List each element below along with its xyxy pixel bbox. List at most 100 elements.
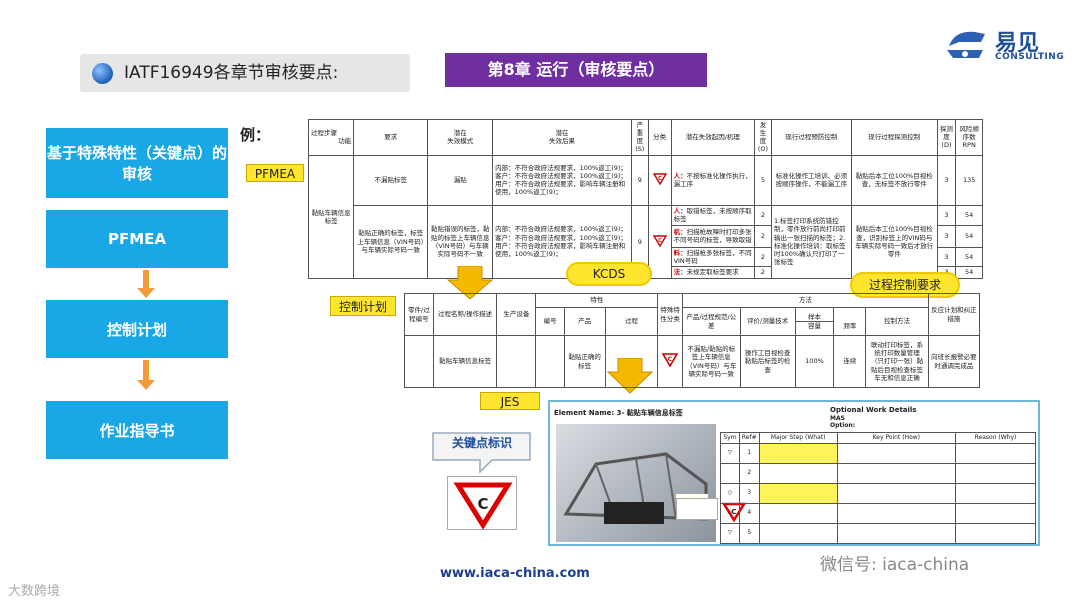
- th: Ref#: [738, 432, 760, 444]
- cell: 9: [630, 154, 649, 206]
- footer-url[interactable]: www.iaca-china.com: [440, 566, 590, 581]
- down-arrow-icon: [446, 266, 494, 300]
- cell: 向班长报警必要时通调完成品: [927, 335, 981, 388]
- bullet-dot-icon: [92, 63, 113, 84]
- cause-text: 不按标准化操作执行，漏工序: [673, 171, 752, 188]
- table-row: 黏贴正确的标签，标签上车辆信息（VIN号码）与车辆实际号码一致 黏贴错误的标签，…: [309, 204, 983, 279]
- th: 控制方法: [865, 307, 929, 336]
- wechat-id: 微信号: iaca-china: [820, 555, 970, 575]
- th-detection-control: 现行过程探测控制: [850, 119, 938, 156]
- cell: 黏贴车辆信息标签: [432, 335, 498, 388]
- table-row: 黏贴车辆信息标签 不漏贴标签 漏贴 内部：不符合政府法规要求，100%返工(9)…: [307, 154, 983, 279]
- special-char-mark-icon: C: [652, 173, 667, 186]
- jes-option: Option:: [830, 422, 856, 429]
- cause-label: 法：: [673, 268, 687, 277]
- logo-text: 易见: [995, 31, 1040, 56]
- th-severity: 严重度(S): [630, 119, 649, 156]
- key-point-mark-box: C: [447, 476, 517, 530]
- flow-item-pfmea[interactable]: PFMEA: [46, 210, 228, 268]
- cell: 标准化操作工培训、必须按顺序操作，不能漏工序: [770, 154, 852, 206]
- th-occurrence: 发生度(O): [754, 119, 772, 156]
- logo-subtext: CONSULTING: [995, 52, 1065, 62]
- th: 产品: [563, 307, 606, 336]
- table-row: ▽1: [720, 442, 1036, 464]
- svg-text:C: C: [477, 495, 488, 513]
- cell: 操作工目视检查黏贴后标签的检查: [739, 335, 796, 388]
- cell: 135: [955, 154, 983, 206]
- cell: 内部：不符合政府法规要求，100%返工(9)；客户：不符合政府法规要求，100%…: [492, 154, 632, 206]
- svg-text:C: C: [668, 356, 673, 363]
- th: 样本: [795, 313, 834, 322]
- cause-text: 未规定取标签要求: [686, 268, 739, 277]
- th-failure-mode: 潜在 失效模式: [427, 119, 494, 156]
- th-prevention: 现行过程预防控制: [770, 119, 852, 156]
- flow-item-control-plan[interactable]: 控制计划: [46, 300, 228, 358]
- th: 产品/过程规范/公差: [681, 307, 741, 336]
- flow-label: 控制计划: [106, 320, 167, 339]
- th: 容量: [807, 322, 821, 330]
- special-char-mark-icon: C: [453, 482, 513, 530]
- flow-label: 作业指导书: [99, 421, 175, 440]
- cell: 2: [754, 265, 772, 279]
- kcds-callout: KCDS: [566, 262, 652, 286]
- th-requirement: 要求: [353, 119, 429, 156]
- jes-document: Element Name: 3- 黏贴车辆信息标签 C Optional Wor…: [548, 400, 1040, 546]
- special-char-mark-icon: C: [652, 234, 667, 247]
- jes-tag: JES: [480, 392, 540, 410]
- cell: 54: [955, 246, 983, 267]
- cell-class: C: [657, 335, 683, 388]
- th: Reason (Why): [955, 432, 1036, 444]
- cell: 黏贴正确的标签: [563, 335, 606, 388]
- cell-step: 黏贴车辆信息标签: [307, 154, 355, 279]
- control-plan-tag: 控制计划: [330, 296, 396, 316]
- car-body-image: [556, 424, 716, 542]
- flow-item-special-char[interactable]: 基于特殊特性（关键点）的审核: [46, 128, 228, 198]
- jes-table: Sym Ref# Major Step (What) Key Point (Ho…: [720, 432, 1036, 544]
- watermark: 大数跨境: [8, 584, 61, 599]
- cell-class: C: [647, 204, 672, 279]
- cell: 100%: [794, 335, 835, 388]
- section-title: IATF16949各章节审核要点:: [124, 63, 339, 83]
- cell: 黏贴后本工位100%目视检查，识别标签上的VIN码与车辆实际号码一致后才放行零件: [850, 204, 938, 279]
- example-label: 例：: [240, 126, 271, 144]
- th-rpn: 风险顺序数RPN: [955, 119, 983, 156]
- cell: 不漏贴/黏贴的标签上车辆信息（VIN号码）与车辆实际号码一致: [681, 335, 741, 388]
- cell: 54: [955, 265, 983, 279]
- flow-item-work-instruction[interactable]: 作业指导书: [46, 401, 228, 459]
- cell: 黏贴正确的标签，标签上车辆信息（VIN号码）与车辆实际号码一致: [353, 204, 429, 279]
- key-point-callout-shape: [432, 432, 531, 474]
- cell: 3: [936, 204, 957, 226]
- cause-label: 人：: [673, 171, 687, 180]
- th: 评价/测量技术: [739, 307, 796, 336]
- cell: 2: [754, 224, 772, 248]
- table-row: ▽5: [720, 522, 1036, 544]
- th-class: 分类: [647, 119, 672, 156]
- cell: 联动打印标签，系统打印数量管理（只打印一张）黏贴后目视检查标签车无和信息正确: [865, 335, 929, 388]
- chapter-badge: 第8章 运行（审核要点）: [445, 53, 707, 87]
- th-effects: 潜在 失效后果: [492, 119, 632, 156]
- th-process-step: 过程步骤 功能: [307, 119, 355, 156]
- cause-label: 人：: [673, 206, 687, 215]
- th: 反应计划和纠正措施: [927, 293, 981, 336]
- th: 编号: [535, 307, 565, 336]
- jes-title: Element Name: 3- 黏贴车辆信息标签: [554, 409, 683, 417]
- flow-arrow: [143, 360, 149, 382]
- cell-class: C: [647, 154, 672, 206]
- cause-text: 扫描枪故障时打印多张不同号码的标签，导致取错: [673, 227, 752, 244]
- section-header: IATF16949各章节审核要点:: [80, 54, 410, 92]
- cell: 连续: [833, 335, 867, 388]
- car-frame-icon: [563, 452, 708, 524]
- table-row: 黏贴车辆信息标签 黏贴正确的标签 C 不漏贴/黏贴的标签上车辆信息（VIN号码）…: [404, 335, 981, 388]
- th: 生产设备: [496, 293, 537, 336]
- key-point-label: 关键点标识: [451, 436, 512, 450]
- cell: 黏贴后本工位100%目视检查，无标签不放行零件: [850, 154, 938, 206]
- th: Key Point (How): [836, 432, 957, 444]
- th: 零件/过程编号: [404, 293, 434, 336]
- flow-arrow-head: [137, 288, 155, 298]
- flow-label: 基于特殊特性（关键点）的审核: [46, 144, 227, 183]
- table-row: 2: [720, 462, 1036, 484]
- svg-text:C: C: [658, 176, 662, 182]
- cause-text: 取错标签，未按顺序取标签: [673, 206, 752, 223]
- cell: 3: [936, 246, 957, 267]
- cell: 54: [955, 204, 983, 226]
